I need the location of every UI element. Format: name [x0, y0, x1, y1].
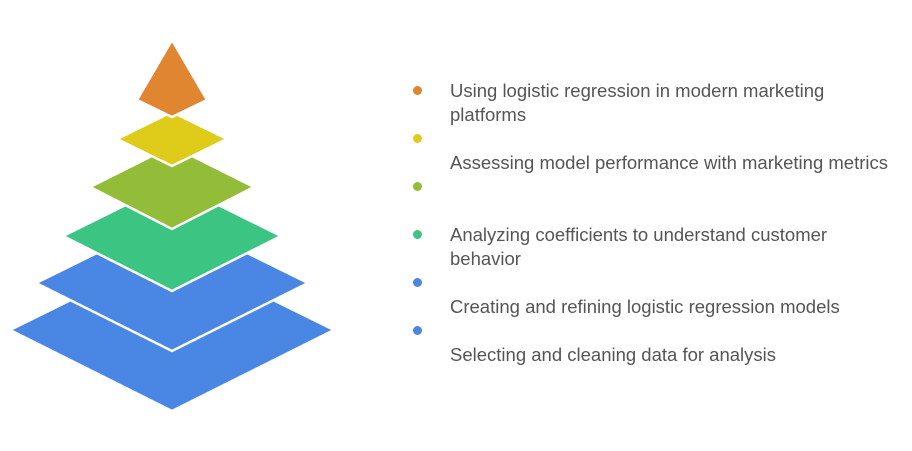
- pyramid-layer-4: [60, 180, 284, 293]
- legend-label-4: Creating and refining logistic regressio…: [450, 296, 840, 317]
- pyramid-layer-3: [87, 144, 257, 231]
- legend-label-5: Selecting and cleaning data for analysis: [450, 344, 777, 365]
- pyramid-layer-2: [114, 110, 230, 168]
- legend-dot-3: [413, 182, 422, 191]
- pyramid-diagram: [7, 37, 337, 413]
- pyramid-layer-1: [135, 37, 209, 119]
- legend-label-2: Assessing model performance with marketi…: [450, 152, 888, 173]
- legend-label-1: Using logistic regression in modern mark…: [450, 80, 825, 125]
- legend-dot-6: [413, 326, 422, 335]
- legend-label-3: Analyzing coefficients to understand cus…: [450, 224, 828, 269]
- legend-dot-2: [413, 134, 422, 143]
- legend-dot-5: [413, 278, 422, 287]
- legend-dot-4: [413, 230, 422, 239]
- legend-dot-1: [413, 86, 422, 95]
